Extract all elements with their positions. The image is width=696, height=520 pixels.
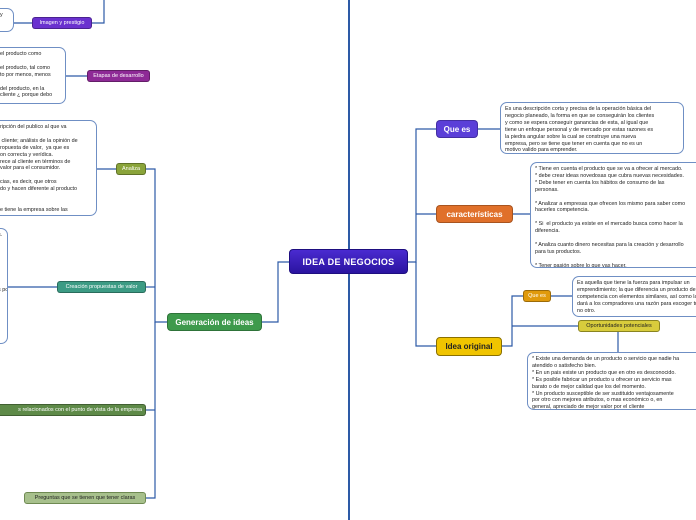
line-generacion — [262, 261, 289, 323]
line-idea-original — [415, 262, 436, 347]
note-analiza: ripción del publico al que va cliente; a… — [0, 120, 97, 216]
note-creacion-propuestas: s. s por mas". — [0, 228, 8, 344]
subtopic-creacion-propuestas-label: Creación propuestas de valor — [65, 284, 138, 290]
subtopic-relacionados-label: s relacionados con el punto de vista de … — [18, 407, 142, 413]
topic-idea-original-label: Idea original — [445, 342, 493, 351]
subtopic-etapas-desarrollo[interactable]: Etapas de desarrollo — [87, 70, 150, 82]
note-idea-original-que-es: Es aquella que tiene la fuerza para impu… — [572, 276, 696, 317]
topic-caracteristicas[interactable]: características — [436, 205, 513, 223]
line-sub-que-es — [502, 295, 523, 347]
topic-idea-original[interactable]: Idea original — [436, 337, 502, 356]
note-etapas-desarrollo: el producto como el producto, tal como t… — [0, 47, 66, 104]
note-que-es: Es una descripción corta y precisa de la… — [500, 102, 684, 154]
note-oportunidades: * Existe una demanda de un producto o se… — [527, 352, 696, 410]
central-topic-label: IDEA DE NEGOCIOS — [302, 256, 395, 267]
topic-generacion-ideas[interactable]: Generación de ideas — [167, 313, 262, 331]
line-preguntas — [146, 322, 156, 499]
subtopic-oportunidades-label: Oportunidades potenciales — [586, 323, 652, 329]
subtopic-que-es[interactable]: Que es — [523, 290, 551, 302]
subtopic-analiza[interactable]: Analiza — [116, 163, 146, 175]
note-caracteristicas: * Tiene en cuenta el producto que se va … — [530, 162, 696, 268]
line-analiza — [146, 168, 167, 323]
subtopic-oportunidades[interactable]: Oportunidades potenciales — [578, 320, 660, 332]
subtopic-analiza-label: Analiza — [121, 166, 141, 172]
central-topic[interactable]: IDEA DE NEGOCIOS — [289, 249, 408, 274]
subtopic-imagen-prestigio[interactable]: Imagen y prestigio — [32, 17, 92, 29]
subtopic-imagen-prestigio-label: Imagen y prestigio — [39, 20, 85, 26]
subtopic-creacion-propuestas[interactable]: Creación propuestas de valor — [57, 281, 146, 293]
topic-caracteristicas-label: características — [446, 209, 503, 219]
subtopic-relacionados[interactable]: s relacionados con el punto de vista de … — [0, 404, 146, 416]
topic-generacion-ideas-label: Generación de ideas — [175, 317, 254, 327]
line-que-es — [408, 128, 436, 263]
subtopic-etapas-desarrollo-label: Etapas de desarrollo — [93, 73, 144, 79]
subtopic-que-es-label: Que es — [528, 293, 546, 299]
subtopic-preguntas[interactable]: Preguntas que se tienen que tener claras — [24, 492, 146, 504]
topic-que-es-label: Que es — [443, 124, 471, 134]
topic-que-es[interactable]: Que es — [436, 120, 478, 138]
subtopic-preguntas-label: Preguntas que se tienen que tener claras — [34, 495, 136, 501]
note-imagen-prestigio: y — [0, 8, 14, 32]
line-imagen — [92, 0, 105, 24]
